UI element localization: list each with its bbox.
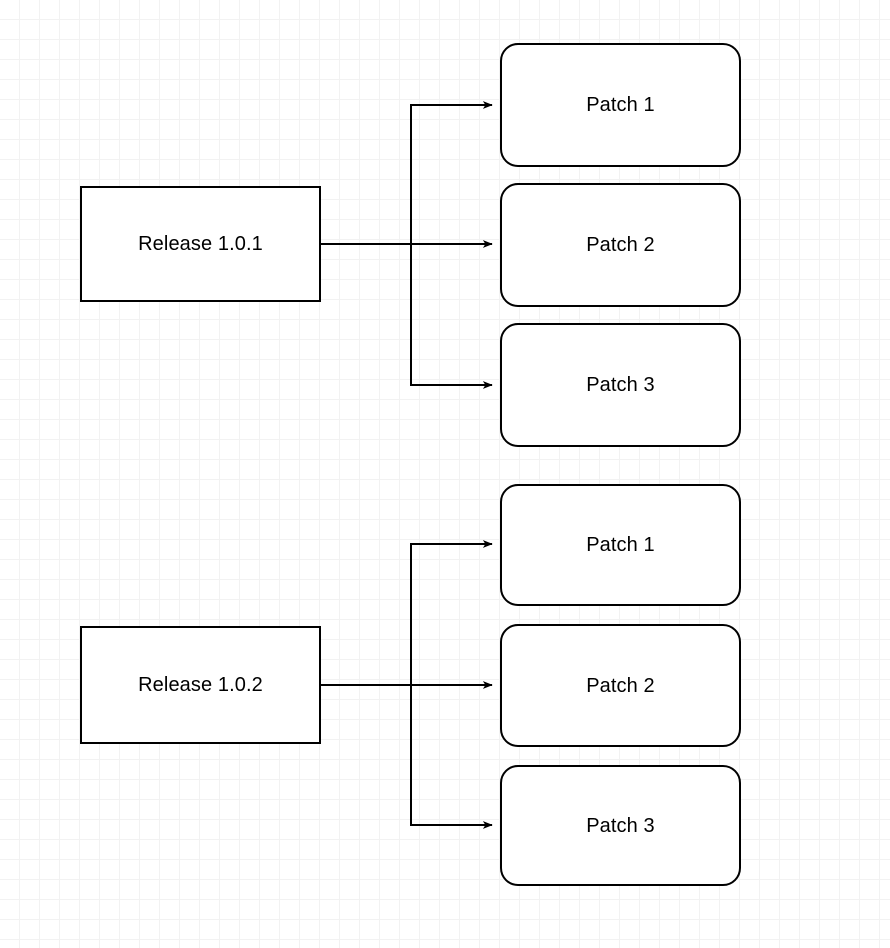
node-release-1-0-2-patch-3[interactable]: Patch 3 [500, 765, 741, 886]
edge-release-1-0-2-to-patch-1 [321, 540, 493, 686]
node-release-1-0-2-patch-2[interactable]: Patch 2 [500, 624, 741, 747]
node-label: Patch 1 [586, 94, 655, 116]
node-label: Patch 2 [586, 674, 655, 697]
edge-release-1-0-1-to-patch-3 [321, 243, 493, 389]
node-label: Release 1.0.1 [138, 233, 263, 255]
node-release-1-0-1-patch-3[interactable]: Patch 3 [500, 323, 741, 447]
node-label: Release 1.0.2 [138, 674, 263, 696]
node-release-1-0-2-patch-1[interactable]: Patch 1 [500, 484, 741, 606]
edge-release-1-0-1-to-patch-1 [321, 101, 493, 245]
node-label: Patch 2 [586, 234, 655, 256]
node-release-1-0-1-patch-1[interactable]: Patch 1 [500, 43, 741, 167]
node-label: Patch 1 [586, 534, 655, 556]
edge-release-1-0-2-to-patch-3 [321, 684, 493, 829]
node-release-1-0-1-patch-2[interactable]: Patch 2 [500, 183, 741, 307]
node-label: Patch 3 [586, 374, 655, 396]
node-label: Patch 3 [586, 814, 655, 837]
node-release-1-0-1[interactable]: Release 1.0.1 [80, 186, 321, 302]
node-release-1-0-2[interactable]: Release 1.0.2 [80, 626, 321, 744]
